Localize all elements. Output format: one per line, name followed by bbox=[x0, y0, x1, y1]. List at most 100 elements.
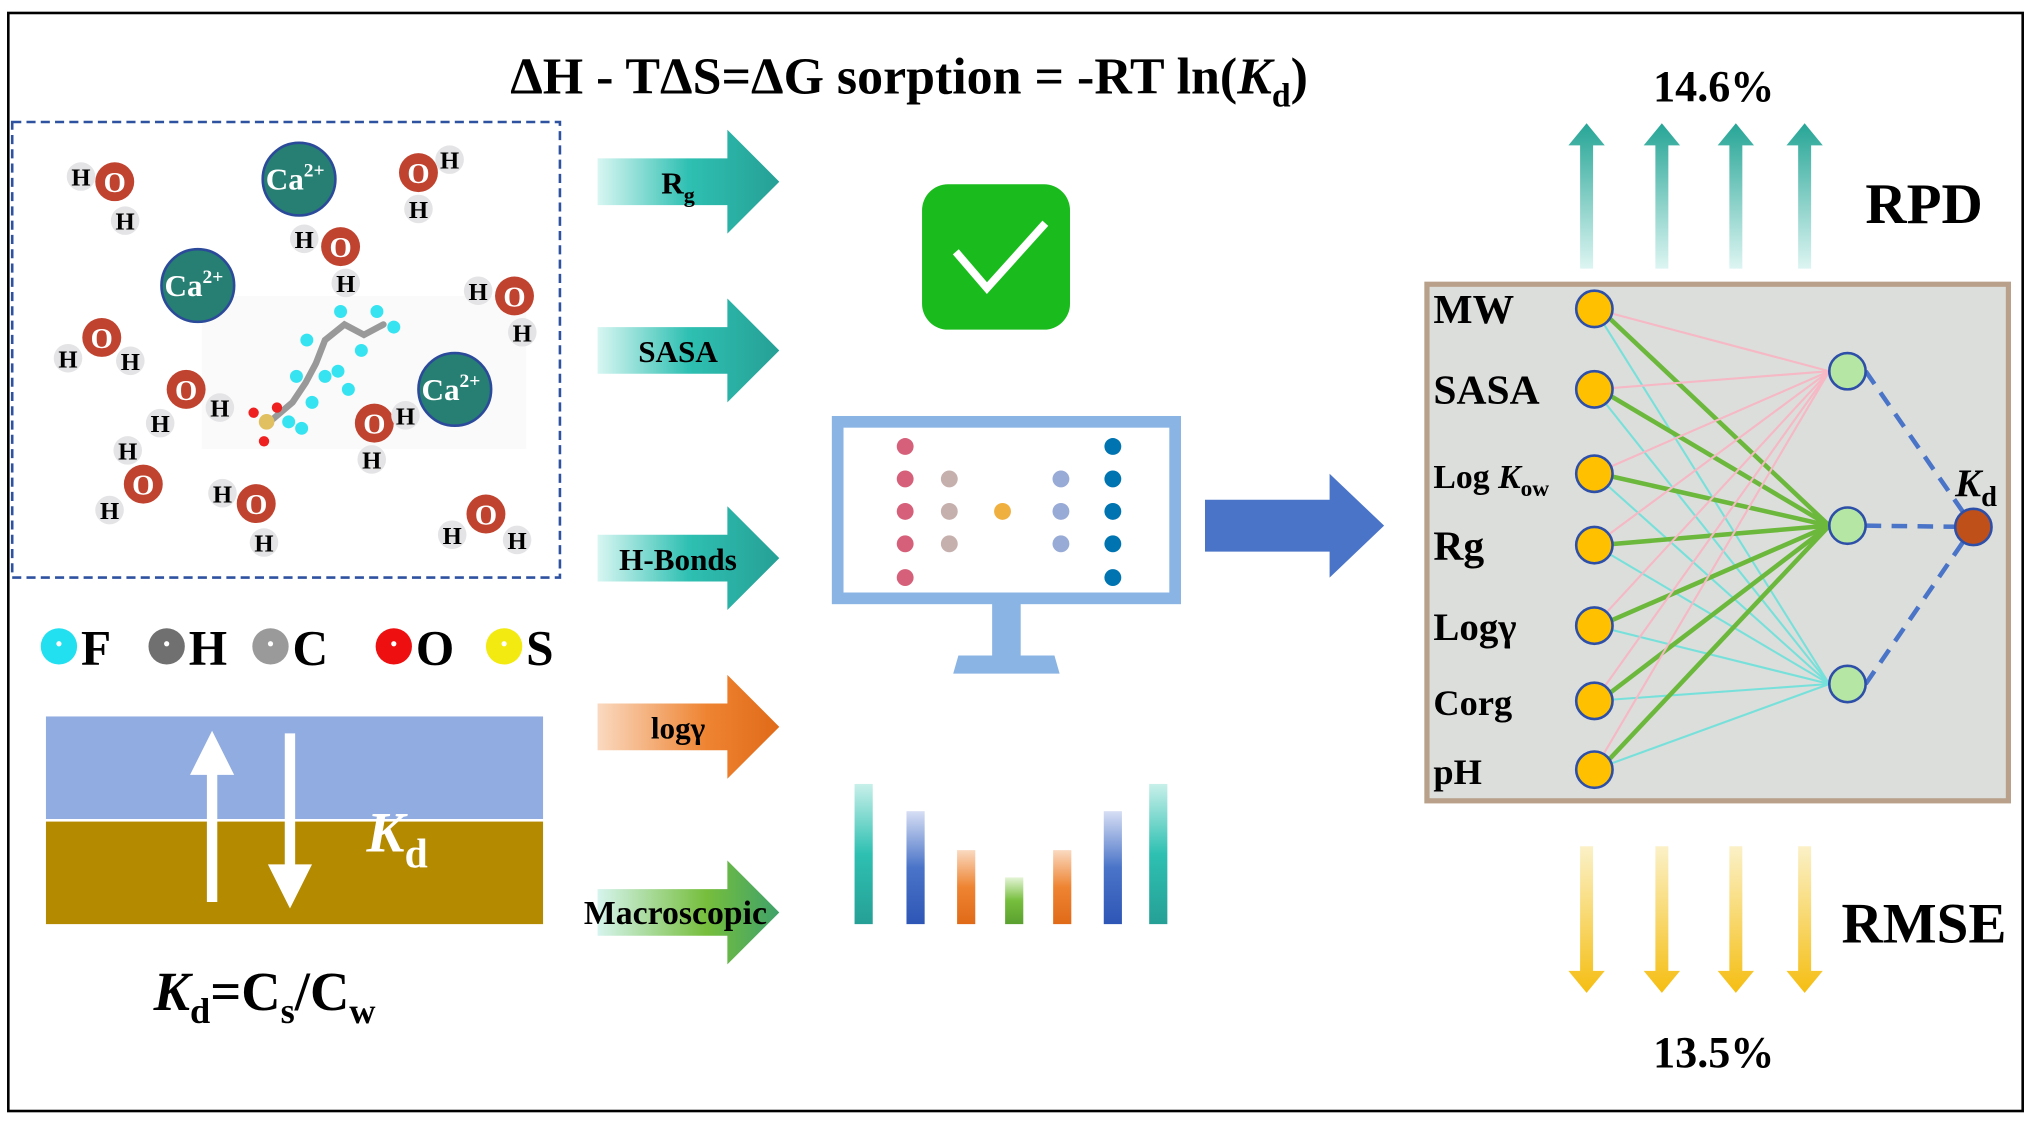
hydrogen-label: H bbox=[295, 227, 314, 254]
model-arrow bbox=[1204, 473, 1385, 578]
hydrogen-label: H bbox=[443, 523, 462, 550]
monitor-dot bbox=[896, 569, 914, 587]
title-equation: ΔH - TΔS=ΔG sorption = -RT ln(Kd) bbox=[510, 48, 1308, 114]
edge bbox=[1594, 683, 1830, 771]
edge bbox=[1594, 624, 1830, 686]
descriptor-label: Rg bbox=[661, 165, 695, 207]
hydrogen-label: H bbox=[409, 197, 428, 224]
edge bbox=[1593, 370, 1830, 475]
rmse-value: 13.5% bbox=[1653, 1028, 1774, 1077]
output-edge bbox=[1863, 369, 1976, 529]
kd-label: Kd bbox=[366, 801, 428, 876]
descriptor-arrow: SASA bbox=[597, 298, 780, 403]
hydrogen-label: H bbox=[513, 320, 532, 347]
monitor-dot bbox=[896, 470, 914, 488]
rpd-up-arrow-icon bbox=[1643, 123, 1681, 269]
water-molecule bbox=[145, 369, 235, 438]
water-molecule bbox=[289, 224, 361, 298]
descriptor-arrow: Rg bbox=[597, 129, 780, 234]
edge bbox=[1593, 308, 1831, 685]
water-molecule bbox=[95, 436, 163, 525]
monitor-dot bbox=[994, 502, 1011, 520]
input-node bbox=[1574, 525, 1614, 565]
up-arrow-icon bbox=[190, 730, 235, 903]
hidden-node bbox=[1827, 506, 1867, 546]
bar bbox=[957, 850, 976, 925]
edge bbox=[1598, 307, 1831, 528]
svg-text:Ca2+: Ca2+ bbox=[164, 267, 223, 303]
bar bbox=[854, 783, 873, 925]
input-label: pH bbox=[1433, 752, 1481, 792]
rmse-down-arrow-icon bbox=[1643, 846, 1681, 993]
input-label: MW bbox=[1433, 286, 1514, 332]
input-label: Rg bbox=[1433, 522, 1484, 568]
calcium-ion: Ca2+ bbox=[160, 247, 236, 324]
input-node bbox=[1574, 289, 1614, 329]
atom-legend-label: F bbox=[81, 621, 111, 676]
atom-legend-label: O bbox=[416, 621, 454, 676]
edge bbox=[1593, 370, 1830, 546]
hydrogen-label: H bbox=[116, 209, 135, 236]
descriptor-label: H-Bonds bbox=[619, 542, 737, 577]
rpd-up-arrow-icon bbox=[1717, 123, 1755, 269]
svg-text:Ca2+: Ca2+ bbox=[421, 371, 480, 407]
oxygen-label: O bbox=[245, 490, 267, 521]
water-molecule bbox=[53, 317, 145, 376]
edge bbox=[1593, 370, 1831, 771]
outer-frame bbox=[7, 11, 2024, 1113]
monitor-dot bbox=[1104, 502, 1122, 520]
output-label: Kd bbox=[1954, 462, 1997, 513]
input-label: Log Kow bbox=[1433, 459, 1549, 502]
monitor-dot bbox=[1104, 438, 1122, 455]
bar bbox=[1149, 783, 1168, 925]
monitor-dot bbox=[896, 502, 914, 520]
monitor-dot bbox=[1104, 470, 1122, 488]
edge bbox=[1593, 370, 1831, 627]
down-arrow-icon bbox=[267, 733, 313, 909]
rpd-up-arrow-icon bbox=[1568, 123, 1605, 269]
edge bbox=[1594, 307, 1830, 373]
descriptor-arrow: H-Bonds bbox=[597, 506, 780, 611]
monitor-dot bbox=[1104, 535, 1122, 553]
atom-legend-label: H bbox=[189, 621, 227, 676]
title-suffix: ) bbox=[1291, 48, 1308, 105]
water-molecule bbox=[208, 478, 279, 557]
water-molecule bbox=[354, 401, 420, 474]
input-node bbox=[1574, 606, 1614, 646]
title-prefix: ΔH - TΔS=ΔG sorption = -RT ln( bbox=[510, 48, 1237, 105]
rpd-up-arrow-icon bbox=[1786, 123, 1823, 269]
monitor-dot bbox=[1052, 470, 1070, 488]
bar bbox=[1053, 850, 1072, 925]
oxygen-label: O bbox=[363, 410, 385, 441]
descriptor-label: logγ bbox=[651, 711, 706, 746]
hydrogen-label: H bbox=[151, 411, 170, 438]
bar bbox=[906, 811, 925, 925]
oxygen-label: O bbox=[175, 376, 197, 407]
monitor-dot bbox=[896, 438, 914, 455]
hidden-node bbox=[1827, 351, 1867, 391]
descriptor-label: Macroscopic bbox=[584, 895, 767, 932]
check-icon bbox=[922, 184, 1071, 330]
rmse-down-arrow-icon bbox=[1786, 846, 1823, 993]
hydrogen-label: H bbox=[362, 448, 381, 475]
input-node bbox=[1574, 369, 1614, 409]
input-node bbox=[1574, 750, 1614, 790]
input-node bbox=[1574, 681, 1614, 721]
hydrogen-label: H bbox=[121, 349, 140, 376]
hidden-node bbox=[1827, 664, 1867, 704]
oxygen-label: O bbox=[407, 159, 429, 190]
input-label: Logγ bbox=[1433, 606, 1516, 649]
rmse-down-arrow-icon bbox=[1717, 846, 1755, 993]
monitor-dot bbox=[940, 470, 958, 488]
bar-icon bbox=[854, 783, 1168, 925]
oxygen-label: O bbox=[329, 233, 351, 264]
descriptor-arrow: logγ bbox=[597, 674, 780, 779]
hydrogen-label: H bbox=[508, 528, 527, 555]
hydrogen-label: H bbox=[210, 396, 229, 423]
descriptor-arrow: Macroscopic bbox=[584, 860, 780, 965]
oxygen-label: O bbox=[104, 168, 126, 199]
calcium-ion: Ca2+ bbox=[261, 141, 337, 217]
